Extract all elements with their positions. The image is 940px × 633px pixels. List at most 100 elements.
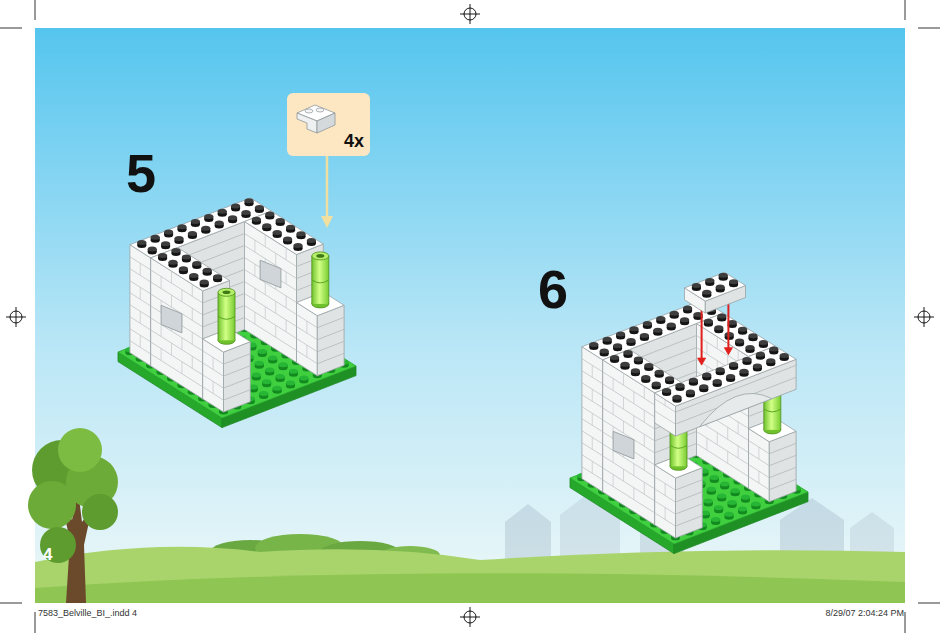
stud-top — [662, 388, 671, 393]
arrow-shaft — [326, 156, 329, 218]
brick-seam — [245, 294, 297, 327]
brick-stud — [316, 108, 324, 112]
stud-top — [738, 507, 747, 512]
stud-top — [714, 505, 723, 510]
brick-seam — [582, 407, 603, 420]
stud — [273, 230, 282, 238]
brick-seam — [317, 353, 344, 363]
brick-seam — [140, 263, 141, 275]
stud-top — [213, 274, 222, 279]
brick-seam — [275, 325, 276, 337]
brick-seam — [286, 296, 287, 308]
brick-face — [151, 258, 203, 399]
stud — [151, 235, 160, 243]
registration-mark — [6, 307, 26, 327]
stud — [213, 274, 222, 282]
stud-top — [189, 273, 198, 278]
stud — [283, 237, 292, 245]
stud-top — [702, 373, 711, 378]
brick-seam — [706, 438, 707, 450]
brick-seam — [676, 480, 703, 490]
brick-seam — [603, 468, 655, 501]
stud-top — [670, 311, 679, 316]
stud — [252, 217, 261, 225]
stud — [245, 198, 254, 206]
stud — [740, 369, 749, 377]
brick-seam — [254, 240, 255, 252]
brick-seam — [130, 281, 151, 294]
stud-top — [600, 349, 609, 354]
brick-seam — [151, 270, 203, 303]
stud — [228, 215, 237, 223]
stud — [286, 381, 295, 389]
stud — [192, 261, 201, 269]
red-arrow-head — [724, 348, 732, 355]
brick-seam — [151, 342, 203, 375]
stud — [766, 358, 775, 366]
brick-seam — [644, 434, 645, 446]
stud-top — [716, 285, 725, 290]
stud-top — [741, 495, 750, 500]
stud-top — [273, 230, 282, 235]
stud — [753, 364, 762, 372]
stud-top — [279, 362, 288, 367]
stud — [726, 374, 735, 382]
stud — [751, 501, 760, 509]
stud-top — [616, 332, 625, 337]
stud-top — [630, 326, 639, 331]
brick-seam — [286, 320, 287, 332]
stud — [276, 374, 285, 382]
stud-top — [653, 328, 662, 333]
pillar-band — [764, 409, 781, 412]
brick-seam — [644, 482, 645, 494]
stud — [714, 325, 723, 333]
brick-seam — [623, 469, 624, 481]
stud-top — [191, 219, 200, 224]
brick-seam — [224, 378, 251, 388]
brick-seam — [265, 235, 266, 247]
brick-seam — [582, 383, 603, 396]
page-number: 4 — [43, 546, 52, 563]
brick-seam — [727, 451, 728, 463]
stud-top — [728, 500, 737, 505]
brick-seam — [254, 312, 255, 324]
crop-mark — [905, 612, 906, 633]
crop-mark — [35, 612, 36, 633]
stud-top — [231, 204, 240, 209]
brick-icon — [293, 99, 341, 137]
brick-seam — [224, 390, 251, 400]
stud — [719, 273, 728, 281]
house — [505, 504, 551, 560]
stud-top — [689, 378, 698, 383]
stud — [188, 231, 197, 239]
registration-mark — [914, 307, 934, 327]
step-6-model — [570, 272, 808, 553]
brick-seam — [306, 321, 307, 333]
stud-top — [680, 317, 689, 322]
stud — [759, 340, 768, 348]
stud — [179, 266, 188, 274]
stud-top — [726, 374, 735, 379]
stud-top — [200, 280, 209, 285]
brick-seam — [245, 318, 297, 351]
brick-seam — [758, 447, 759, 459]
brick-seam — [297, 315, 318, 328]
stud — [731, 488, 740, 496]
brick-seam — [769, 479, 796, 489]
stud-top — [242, 210, 251, 215]
stud — [710, 475, 719, 483]
stud-top — [164, 230, 173, 235]
pillar-hole — [223, 291, 231, 295]
brick-seam — [151, 354, 203, 387]
brick-seam — [613, 475, 614, 487]
stud — [667, 323, 676, 331]
stud — [676, 383, 685, 391]
brick-face — [769, 431, 796, 501]
stud-top — [655, 370, 664, 375]
brick-stack — [655, 455, 703, 539]
stud — [613, 343, 622, 351]
stud — [268, 356, 277, 364]
stud — [169, 260, 178, 268]
stud-top — [749, 333, 758, 338]
stud — [299, 375, 308, 383]
